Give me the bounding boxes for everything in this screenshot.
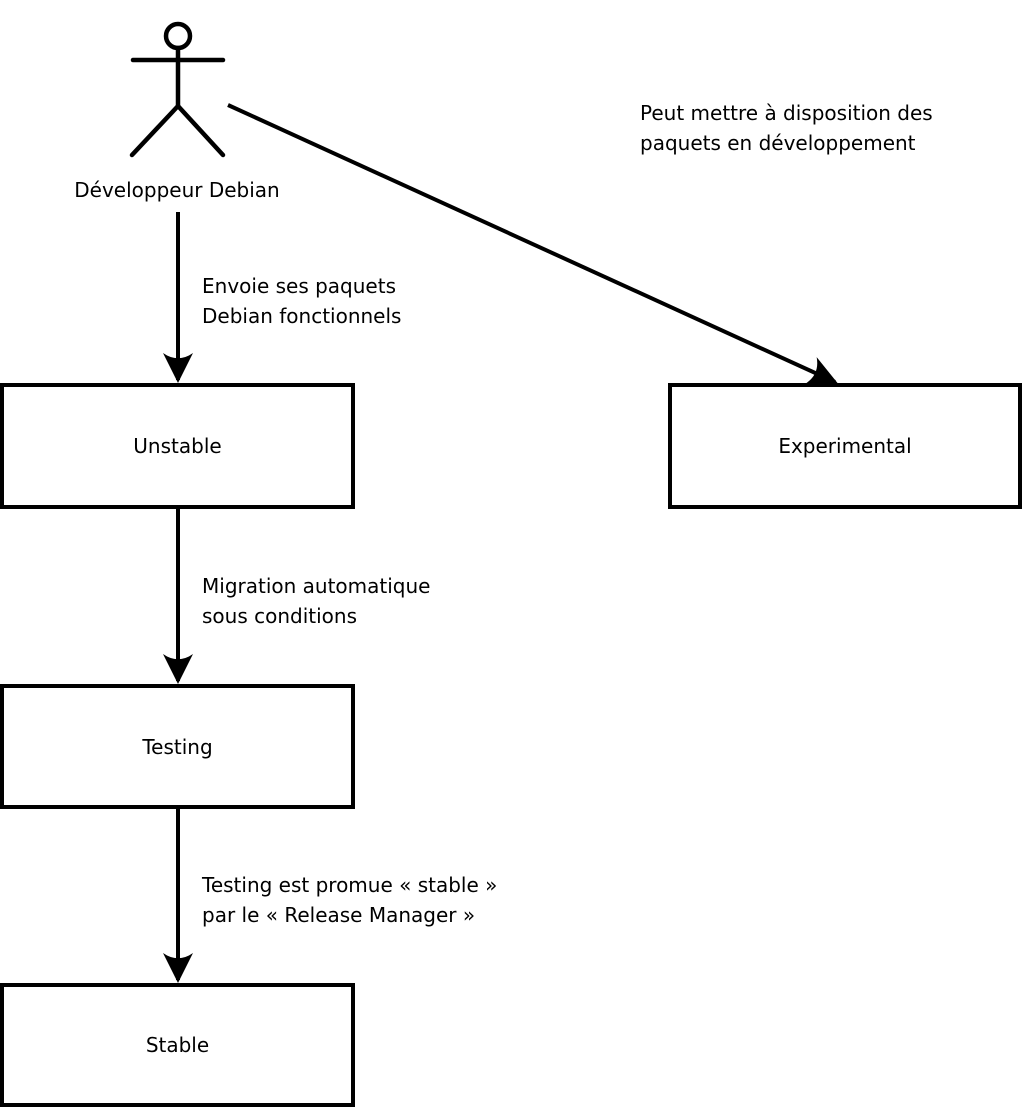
box-experimental-label: Experimental xyxy=(778,434,912,458)
actor-left-leg xyxy=(129,103,181,158)
box-stable: Stable xyxy=(0,983,355,1107)
box-testing-label: Testing xyxy=(142,734,213,759)
box-experimental: Experimental xyxy=(668,383,1022,509)
box-unstable-label: Unstable xyxy=(133,434,222,458)
box-stable-label: Stable xyxy=(145,1033,210,1057)
actor-right-leg xyxy=(175,103,226,158)
box-unstable: Unstable xyxy=(0,383,355,509)
stick-figure-icon xyxy=(129,21,226,158)
edge-label-developer-to-experimental: Peut mettre à disposition des paquets en… xyxy=(640,101,933,155)
edge-label-testing-to-stable: Testing est promue « stable » par le « R… xyxy=(202,873,498,927)
actor-label: Développeur Debian xyxy=(74,178,280,202)
edge-label-developer-to-unstable: Envoie ses paquets Debian fonctionnels xyxy=(202,274,402,328)
box-testing: Testing xyxy=(0,684,355,809)
actor-head xyxy=(163,21,193,51)
arrow-developer-to-experimental xyxy=(227,103,838,385)
edge-label-unstable-to-testing: Migration automatique sous conditions xyxy=(202,574,431,628)
